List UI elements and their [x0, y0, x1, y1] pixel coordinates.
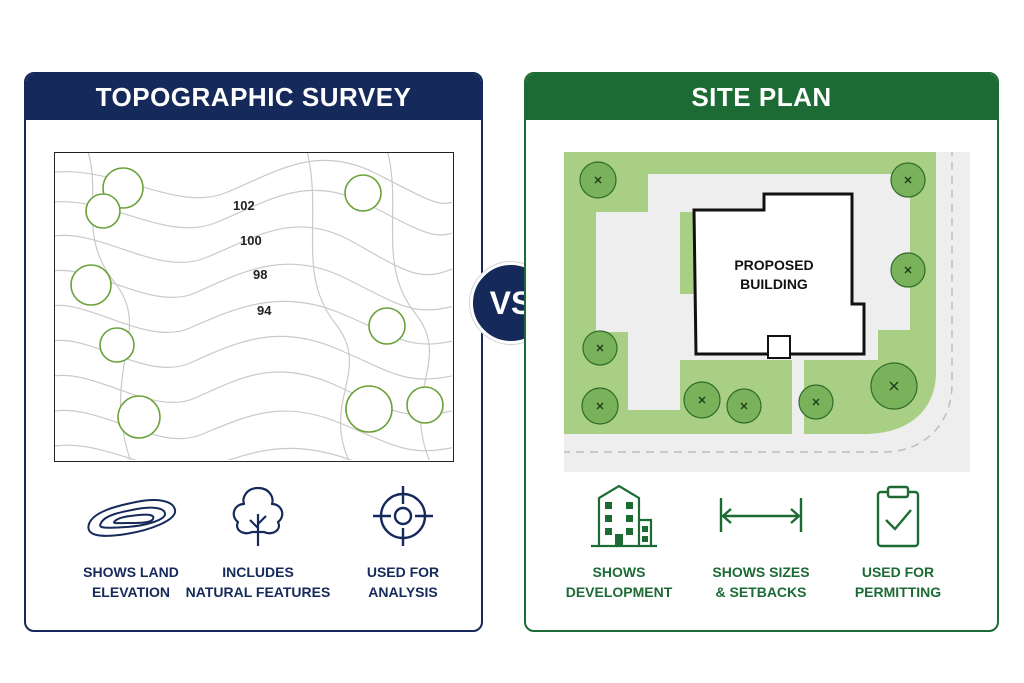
- elevation-label: 102: [233, 198, 255, 213]
- site-trees: [579, 161, 926, 425]
- tree-symbol: [345, 385, 393, 433]
- feature-label: SHOWS DEVELOPMENT: [565, 564, 673, 600]
- street-paving: [534, 152, 970, 472]
- topographic-map: 102 100 98 94: [44, 142, 466, 483]
- tree-symbol: [85, 193, 121, 229]
- tree-symbol: [344, 174, 382, 212]
- topographic-survey-title: TOPOGRAPHIC SURVEY: [26, 74, 481, 120]
- feature-land-elevation: SHOWS LAND ELEVATION: [56, 484, 206, 602]
- tree-icon: [232, 486, 284, 546]
- feature-natural-features: INCLUDES NATURAL FEATURES: [183, 484, 333, 602]
- tree-symbol: [406, 386, 444, 424]
- tree-symbol: [70, 264, 112, 306]
- feature-label: SHOWS SIZES & SETBACKS: [712, 564, 810, 600]
- building-label-line2: BUILDING: [740, 276, 808, 292]
- feature-label: INCLUDES NATURAL FEATURES: [185, 564, 331, 600]
- elevation-label: 98: [253, 267, 267, 282]
- site-plan-drawing: PROPOSED BUILDING: [534, 152, 970, 472]
- feature-analysis: USED FOR ANALYSIS: [328, 484, 478, 602]
- elevation-label: 100: [240, 233, 262, 248]
- site-plan-features: SHOWS DEVELOPMENT SHOWS SIZES & SETBACKS: [526, 484, 997, 614]
- site-plan-panel: SITE PLAN PROPOSED BUILDING: [524, 72, 999, 632]
- feature-development: SHOWS DEVELOPMENT: [544, 484, 694, 602]
- tree-symbol: [117, 395, 161, 439]
- survey-trees: [70, 167, 444, 439]
- tree-symbol: [368, 307, 406, 345]
- contour-lines-icon: [87, 499, 176, 537]
- topographic-survey-panel: TOPOGRAPHIC SURVEY: [24, 72, 483, 632]
- building-icon: [591, 484, 657, 548]
- street-centerline: [534, 152, 953, 453]
- feature-label: USED FOR ANALYSIS: [366, 564, 440, 600]
- building-label-line1: PROPOSED: [734, 257, 813, 273]
- building-entry: [767, 335, 791, 359]
- feature-label: SHOWS LAND ELEVATION: [83, 564, 179, 600]
- contour-map-drawing: 102 100 98 94: [44, 142, 466, 483]
- survey-features: SHOWS LAND ELEVATION INCLUDES NATURAL FE…: [26, 484, 481, 614]
- site-plan-map: PROPOSED BUILDING: [534, 152, 970, 472]
- dimension-arrow-icon: [719, 498, 803, 532]
- crosshair-icon: [373, 486, 433, 546]
- site-plan-title: SITE PLAN: [526, 74, 997, 120]
- elevation-label: 94: [257, 303, 272, 318]
- feature-sizes-setbacks: SHOWS SIZES & SETBACKS: [686, 484, 836, 602]
- tree-center-marks: [594, 176, 912, 410]
- proposed-building-footprint: [692, 192, 866, 356]
- feature-permitting: USED FOR PERMITTING: [823, 484, 973, 602]
- planting-strip: [680, 212, 694, 294]
- tree-symbol: [99, 327, 135, 363]
- feature-label: USED FOR PERMITTING: [854, 564, 942, 600]
- clipboard-check-icon: [876, 485, 920, 548]
